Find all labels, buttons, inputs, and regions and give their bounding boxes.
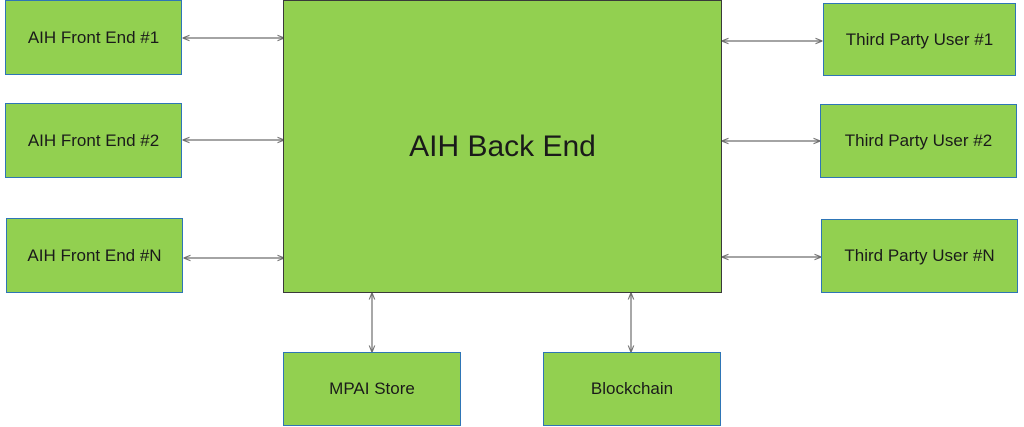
blockchain-box: Blockchain — [543, 352, 721, 426]
third-party-user-1-label: Third Party User #1 — [845, 29, 994, 49]
aih-front-end-2-label: AIH Front End #2 — [27, 130, 160, 150]
blockchain-label: Blockchain — [590, 379, 674, 398]
third-party-user-1-box: Third Party User #1 — [823, 3, 1016, 76]
aih-back-end-box: AIH Back End — [283, 0, 722, 293]
aih-front-end-1-label: AIH Front End #1 — [27, 27, 160, 47]
third-party-user-2-box: Third Party User #2 — [820, 104, 1017, 178]
mpai-store-box: MPAI Store — [283, 352, 461, 426]
aih-front-end-n-label: AIH Front End #N — [27, 245, 162, 265]
third-party-user-n-label: Third Party User #N — [844, 246, 995, 265]
aih-front-end-n-box: AIH Front End #N — [6, 218, 183, 293]
aih-back-end-label: AIH Back End — [409, 129, 596, 163]
aih-front-end-2-box: AIH Front End #2 — [5, 103, 182, 178]
third-party-user-n-box: Third Party User #N — [821, 219, 1018, 293]
third-party-user-2-label: Third Party User #2 — [844, 131, 993, 150]
mpai-store-label: MPAI Store — [329, 379, 415, 398]
aih-front-end-1-box: AIH Front End #1 — [5, 0, 182, 75]
